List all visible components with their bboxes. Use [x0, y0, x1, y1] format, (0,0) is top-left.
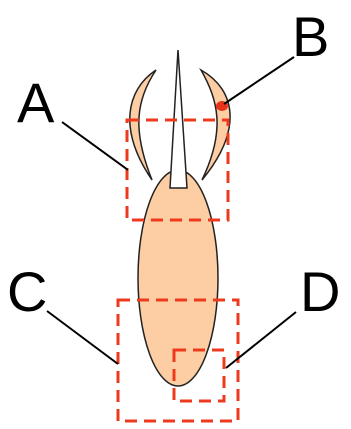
- leader-line-c: [47, 311, 118, 364]
- main-body: [138, 170, 218, 386]
- leader-line-a: [62, 122, 128, 170]
- right-appendage: [201, 70, 230, 180]
- left-appendage: [130, 70, 156, 180]
- leader-line-b: [224, 57, 294, 104]
- label-c: C: [7, 260, 47, 323]
- label-b: B: [292, 5, 329, 68]
- label-d: D: [300, 260, 340, 323]
- label-a: A: [17, 71, 55, 134]
